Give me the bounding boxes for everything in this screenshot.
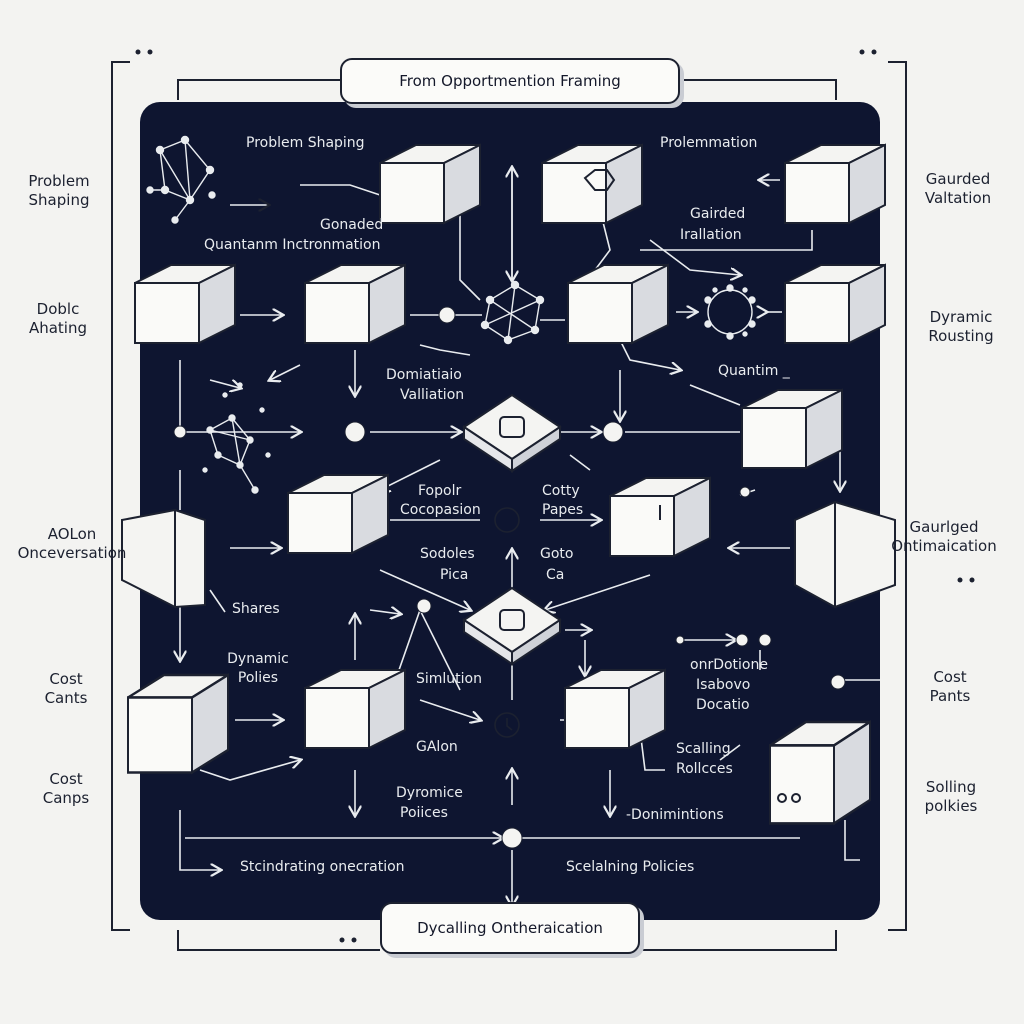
outer-brackets [111, 61, 907, 951]
label-simulation: Simlution [416, 671, 482, 687]
label-sodoles: Sodoles [420, 546, 475, 562]
label-quantim: Quantim _ [718, 363, 790, 379]
label-gonaded: Gonaded [320, 217, 384, 233]
label-shares: Shares [232, 601, 280, 617]
label-scalling: Scalling [676, 741, 731, 757]
label-stcindrating: Stcindrating onecration [240, 859, 405, 875]
right-label-4: Cost Pants [929, 668, 971, 705]
label-donimintions: -Donimintions [626, 807, 724, 823]
label-fopolr: Fopolr [418, 483, 462, 499]
label-problem-shaping: Problem Shaping [246, 135, 365, 151]
right-label-5: Solling polkies [924, 778, 978, 815]
timer-icon [494, 507, 520, 738]
label-dyromice: Dyromice [396, 785, 463, 801]
label-docatio: Docatio [696, 697, 750, 713]
left-label-5: Cost Canps [42, 770, 90, 807]
label-papes: Papes [542, 502, 584, 518]
label-ca: Ca [546, 567, 565, 583]
ring-network-icon [704, 284, 756, 340]
left-label-3: AOLon Onceversation [17, 525, 127, 562]
left-label-2: Doblc Ahating [28, 300, 88, 337]
right-label-1: Gaurded Valtation [924, 170, 992, 207]
connector-lines [180, 168, 880, 905]
label-quantum-info: Quantanm Inctronmation [204, 237, 381, 253]
label-irallation: Irallation [680, 227, 742, 243]
label-dynamic: Dynamic Polies [227, 651, 289, 686]
label-poiices: Poiices [400, 805, 448, 821]
label-rollcces: Rollcces [676, 761, 733, 777]
label-prolemmation: Prolemmation [660, 135, 758, 151]
label-galon: GAlon [416, 739, 458, 755]
label-goto: Goto [540, 546, 574, 562]
footer-title: Dycalling Ontheraication [380, 902, 640, 954]
left-label-4: Cost Cants [44, 670, 88, 707]
label-cotty: Cotty [542, 483, 580, 499]
label-pica: Pica [440, 567, 469, 583]
label-dominiation: Domiatiaio [386, 367, 462, 383]
left-label-1: Problem Shaping [28, 172, 90, 209]
network-graph-icon [202, 382, 271, 494]
gear-icon [583, 169, 616, 191]
network-graph-icon [146, 135, 216, 224]
label-isabovo: Isabovo [696, 677, 751, 693]
label-cocopation: Cocopasion [400, 502, 481, 518]
header-title: From Opportmention Framing [340, 58, 680, 104]
right-label-3: Gaurlged Ontimaication [891, 518, 997, 555]
label-on-dations: onrDotione [690, 657, 768, 673]
label-gairded: Gairded [690, 206, 746, 222]
label-scelaling: Scelalning Policies [566, 859, 695, 875]
right-label-2: Dyramic Rousting [928, 308, 994, 345]
side-ledges [121, 500, 896, 609]
network-graph-icon [480, 280, 545, 345]
label-valliation: Valliation [400, 387, 465, 403]
bell-icon [659, 505, 801, 803]
